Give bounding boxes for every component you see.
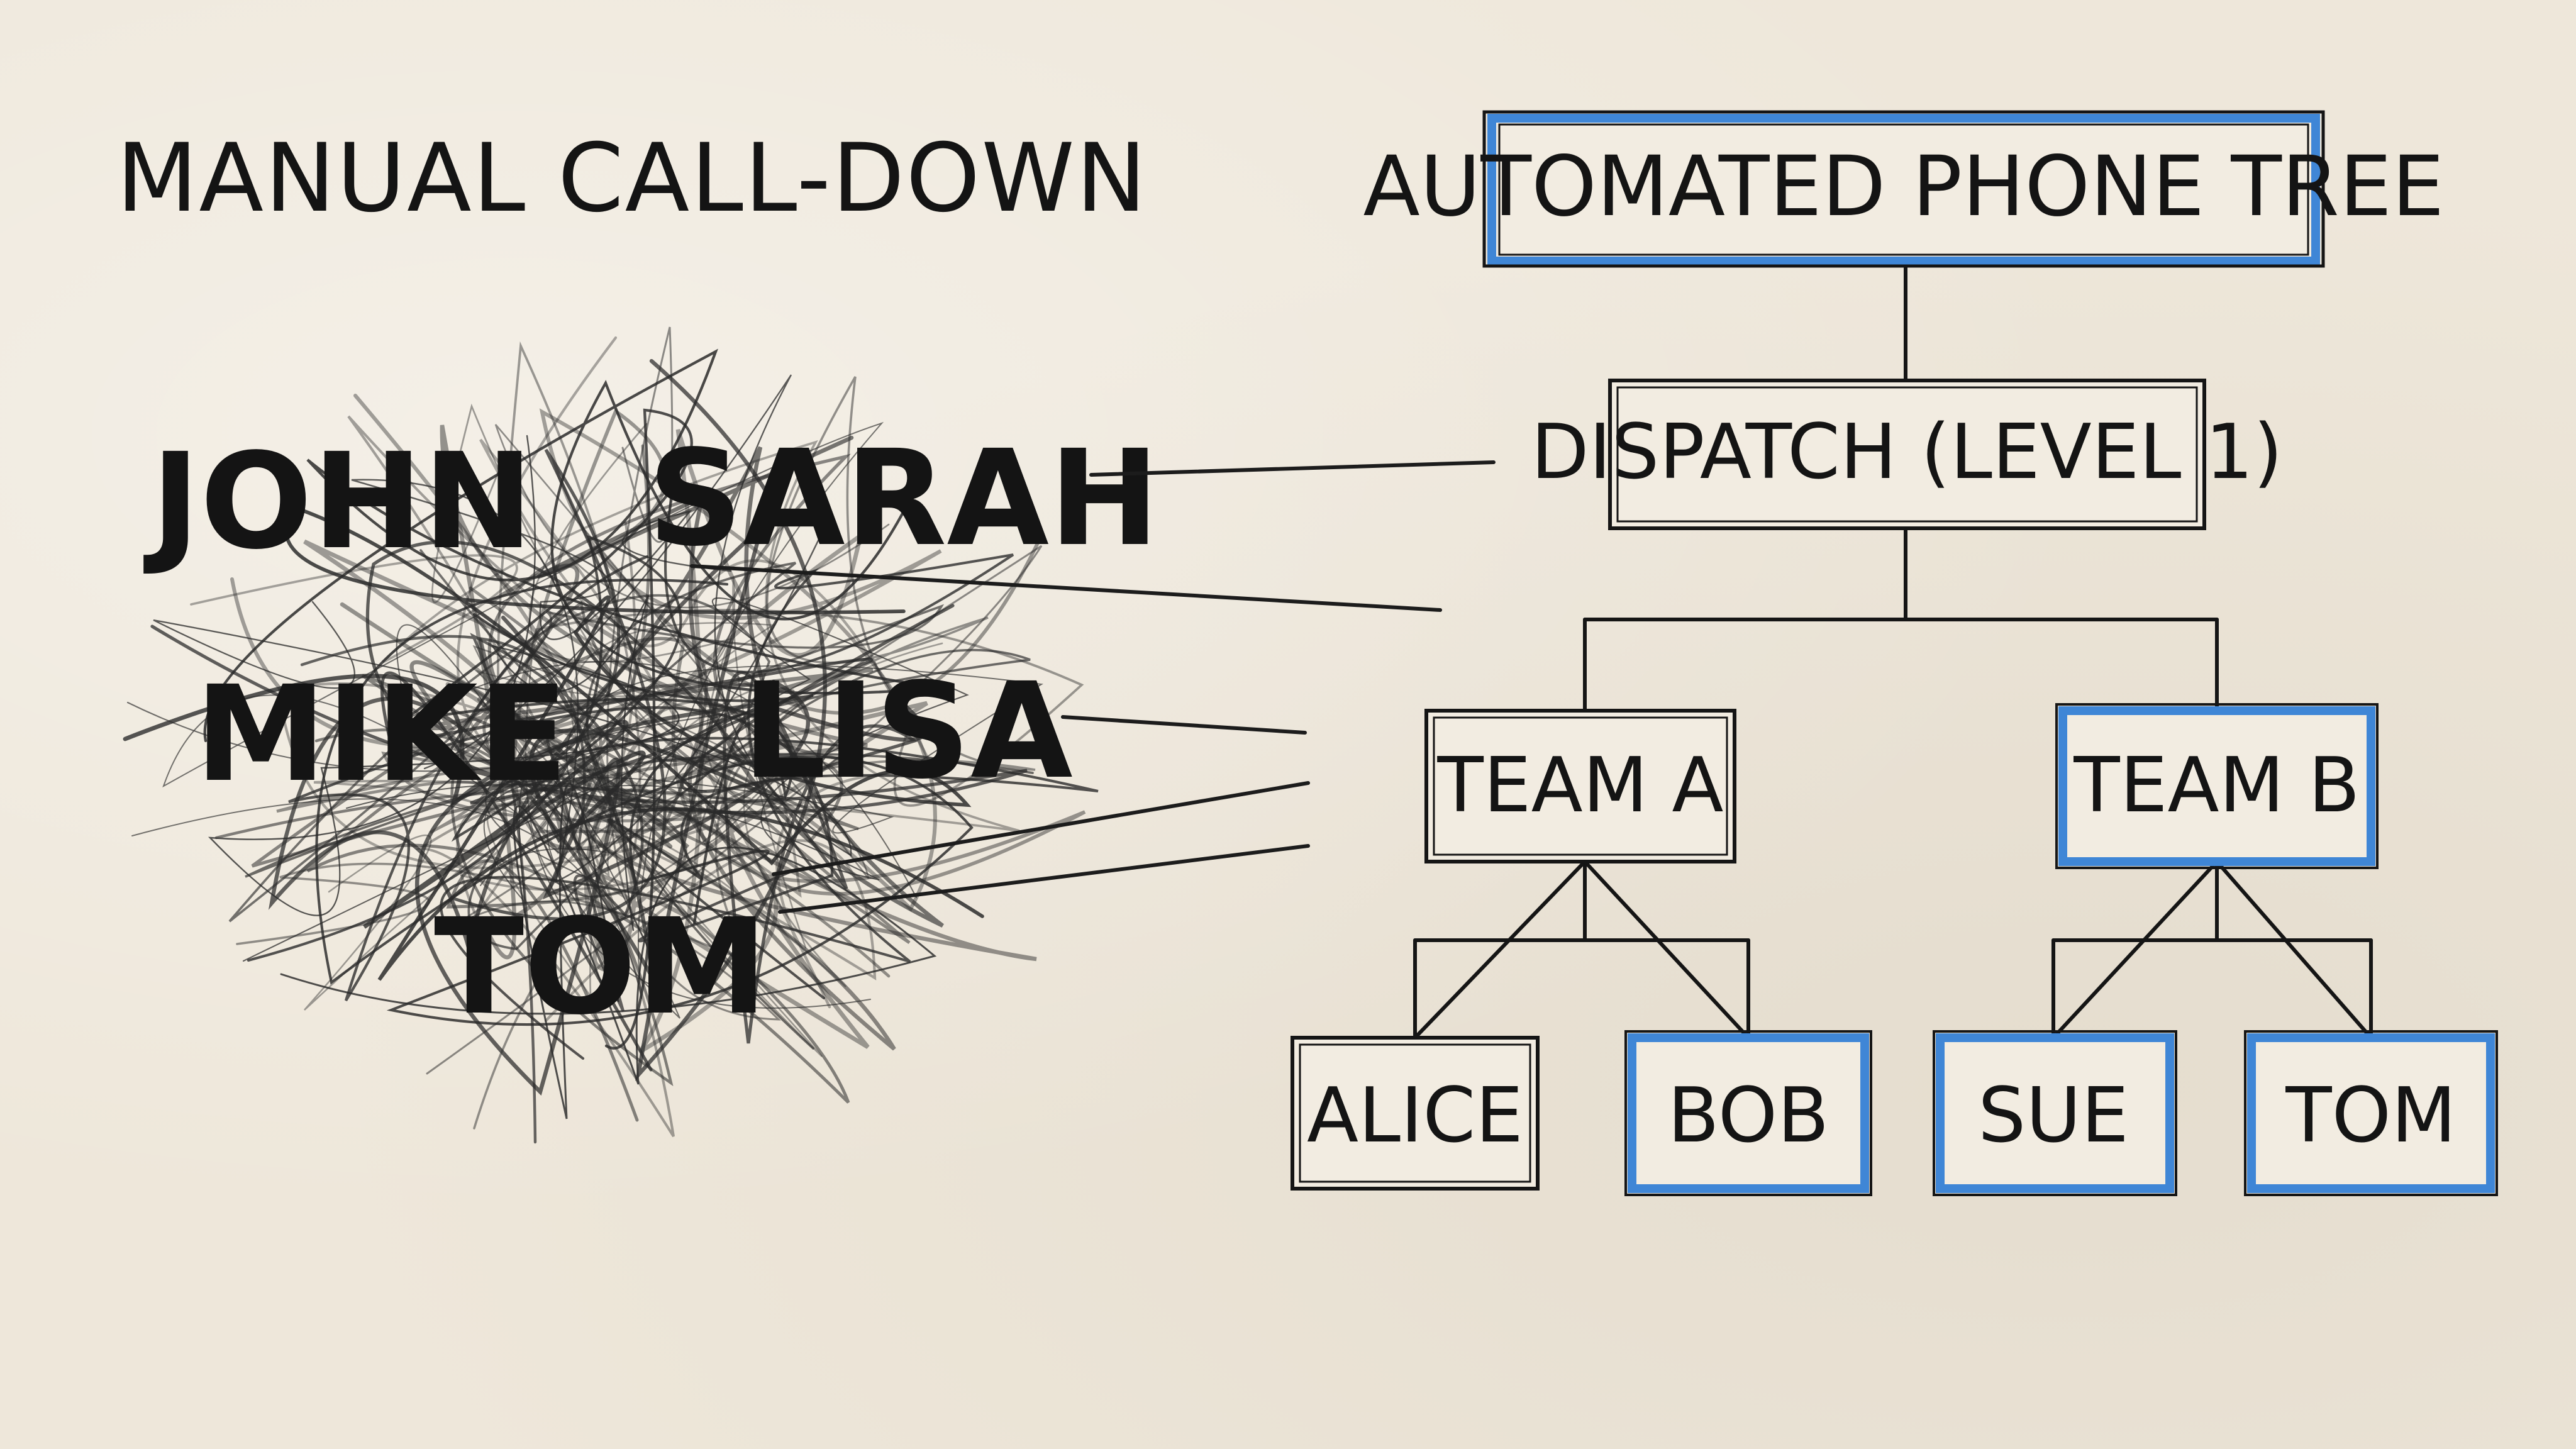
scribble-stroke xyxy=(303,539,928,1049)
sue-box: SUE xyxy=(1933,1030,2177,1196)
scribble-stroke xyxy=(513,408,1086,896)
tree-connectors xyxy=(1413,259,2373,1040)
bob-box: BOB xyxy=(1624,1030,1872,1196)
name-sarah: SARAH xyxy=(648,421,1160,575)
stray-line xyxy=(1089,460,1496,477)
name-john: JOHN xyxy=(143,425,533,579)
tree-title: AUTOMATED PHONE TREE xyxy=(1363,138,2444,235)
scribble-stroke xyxy=(288,555,834,1002)
name-lisa: LISA xyxy=(742,654,1073,808)
scribble-stroke xyxy=(123,674,784,929)
scribble-stroke xyxy=(153,374,852,857)
bob-label: BOB xyxy=(1668,1072,1829,1160)
tree-title-box: AUTOMATED PHONE TREE xyxy=(1363,110,2445,268)
alice-box: ALICE xyxy=(1291,1036,1540,1191)
dispatch-label: DISPATCH (LEVEL 1) xyxy=(1531,409,2282,496)
name-tom: TOM xyxy=(434,890,768,1044)
dispatch-box: DISPATCH (LEVEL 1) xyxy=(1531,379,2283,530)
team-b-label: TEAM B xyxy=(2073,742,2360,830)
sue-label: SUE xyxy=(1978,1072,2129,1160)
stray-line xyxy=(772,781,1310,876)
scribble-stroke xyxy=(304,577,823,1057)
scribble-stroke xyxy=(351,479,830,884)
name-mike: MIKE xyxy=(195,657,568,811)
team-a-label: TEAM A xyxy=(1437,742,1724,830)
scribble-stroke xyxy=(480,665,1043,1019)
alice-label: ALICE xyxy=(1307,1072,1523,1160)
scribble-stroke xyxy=(150,540,1028,1044)
scribble-stroke xyxy=(284,505,984,981)
scribble-stroke xyxy=(380,448,874,1072)
scribble-stroke xyxy=(300,633,644,1144)
stray-lines xyxy=(690,460,1496,914)
stray-line xyxy=(1061,715,1307,735)
tom-label: TOM xyxy=(2285,1072,2456,1160)
team-b-box: TEAM B xyxy=(2055,703,2379,869)
stray-line xyxy=(690,564,1442,612)
scribble-stroke xyxy=(402,408,794,1050)
scribble-stroke xyxy=(469,444,911,945)
scribble-stroke xyxy=(478,435,944,928)
scribble-stroke xyxy=(426,326,1043,1075)
scribble-mess xyxy=(123,326,1099,1144)
scribble-stroke xyxy=(131,421,884,1009)
manual-title: MANUAL CALL-DOWN xyxy=(116,124,1148,233)
scribble-stroke xyxy=(414,679,926,1096)
tom-box: TOM xyxy=(2244,1030,2498,1196)
stray-line xyxy=(778,844,1310,914)
scribble-stroke xyxy=(236,376,1036,1130)
team-a-box: TEAM A xyxy=(1424,709,1736,863)
scribble-stroke xyxy=(409,564,896,1051)
